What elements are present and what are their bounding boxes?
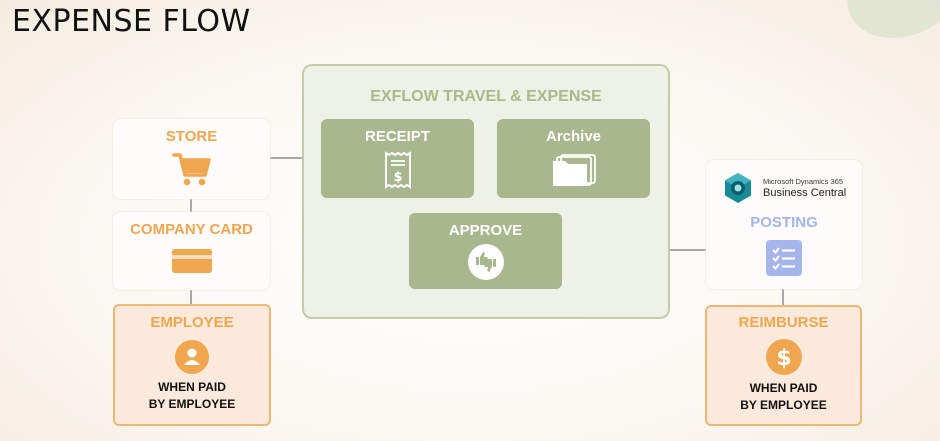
approve-node: APPROVE bbox=[409, 213, 562, 289]
business-central-logo-icon bbox=[725, 173, 751, 203]
archive-label: Archive bbox=[545, 128, 602, 145]
shopping-cart-icon bbox=[171, 151, 212, 192]
brand-line2: Business Central bbox=[763, 187, 847, 199]
exflow-title: EXFLOW TRAVEL & EXPENSE bbox=[370, 88, 602, 105]
person-icon bbox=[174, 339, 210, 380]
company-card-label: COMPANY CARD bbox=[130, 221, 253, 238]
company-card-node: COMPANY CARD bbox=[113, 212, 270, 290]
folders-icon bbox=[551, 153, 597, 192]
receipt-node: RECEIPT $ bbox=[321, 119, 474, 198]
brand-line1: Microsoft Dynamics 365 bbox=[763, 177, 844, 186]
reimburse-note-line2: BY EMPLOYEE bbox=[740, 398, 827, 412]
employee-note-line2: BY EMPLOYEE bbox=[148, 397, 236, 411]
store-label: STORE bbox=[165, 128, 218, 145]
connector-store-card bbox=[190, 199, 192, 212]
decorative-shape bbox=[831, 0, 940, 57]
store-node: STORE bbox=[113, 119, 270, 199]
connector-store-receipt bbox=[270, 157, 322, 159]
svg-text:$: $ bbox=[393, 170, 402, 185]
posting-node: Microsoft Dynamics 365 Business Central … bbox=[706, 160, 862, 289]
page-title: EXPENSE FLOW bbox=[12, 4, 251, 39]
business-central-logo bbox=[722, 172, 754, 204]
connector-card-employee bbox=[190, 290, 192, 304]
employee-note-line1: WHEN PAID bbox=[158, 380, 226, 394]
svg-text:$: $ bbox=[776, 346, 791, 371]
reimburse-node: REIMBURSE $ WHEN PAID BY EMPLOYEE bbox=[705, 305, 862, 426]
thumbs-up-down-icon bbox=[467, 243, 505, 286]
reimburse-note-line1: WHEN PAID bbox=[749, 381, 818, 395]
employee-node: EMPLOYEE WHEN PAID BY EMPLOYEE bbox=[113, 304, 271, 426]
reimburse-label: REIMBURSE bbox=[738, 314, 829, 331]
credit-card-icon bbox=[171, 248, 213, 279]
dollar-icon: $ bbox=[765, 338, 803, 381]
receipt-dollar-icon: $ bbox=[384, 151, 412, 194]
archive-node: Archive bbox=[497, 119, 650, 198]
posting-label: POSTING bbox=[750, 214, 818, 231]
checklist-icon bbox=[766, 240, 802, 281]
receipt-label: RECEIPT bbox=[364, 128, 430, 145]
connector-posting-reimburse bbox=[782, 289, 784, 305]
approve-label: APPROVE bbox=[448, 222, 523, 239]
employee-label: EMPLOYEE bbox=[150, 314, 234, 331]
